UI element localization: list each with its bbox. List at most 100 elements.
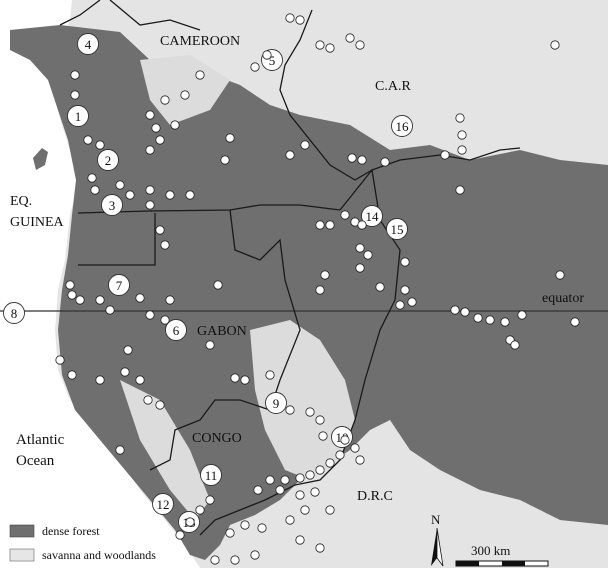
site-dot bbox=[340, 435, 350, 445]
site-marker-circle bbox=[97, 149, 119, 171]
site-dot bbox=[87, 173, 97, 183]
site-dot bbox=[315, 220, 325, 230]
site-dot bbox=[485, 315, 495, 325]
savanna-patch-coast bbox=[120, 380, 210, 520]
site-dot bbox=[315, 285, 325, 295]
site-dot bbox=[300, 505, 310, 515]
site-marker-number: 9 bbox=[273, 396, 280, 411]
site-marker-6: 6 bbox=[165, 319, 187, 341]
label-drc: D.R.C bbox=[357, 489, 393, 504]
border-cameroon-car bbox=[279, 9, 373, 181]
scale-bar: 300 km bbox=[455, 543, 549, 567]
site-dot bbox=[295, 535, 305, 545]
site-dot bbox=[105, 305, 115, 315]
site-marker-circle bbox=[152, 493, 174, 515]
site-dot bbox=[120, 367, 130, 377]
numbered-sites: 12345678910111213141516 bbox=[3, 33, 413, 533]
legend-savanna-label: savanna and woodlands bbox=[42, 548, 156, 562]
site-dot bbox=[213, 280, 223, 290]
site-marker-circle bbox=[165, 319, 187, 341]
site-dot bbox=[340, 210, 350, 220]
site-marker-number: 12 bbox=[157, 497, 170, 512]
site-dot bbox=[315, 465, 325, 475]
site-dot bbox=[55, 355, 65, 365]
site-dot bbox=[145, 185, 155, 195]
site-dot bbox=[155, 225, 165, 235]
site-dot bbox=[355, 243, 365, 253]
site-dot bbox=[350, 443, 360, 453]
site-marker-number: 3 bbox=[109, 198, 116, 213]
label-atlantic-2: Ocean bbox=[16, 453, 55, 469]
site-dot bbox=[407, 297, 417, 307]
site-dot bbox=[67, 290, 77, 300]
savanna-patch-north bbox=[140, 55, 230, 125]
site-dot bbox=[165, 295, 175, 305]
site-dot bbox=[95, 295, 105, 305]
site-marker-circle bbox=[67, 105, 89, 127]
site-dot bbox=[285, 13, 295, 23]
site-marker-circle bbox=[200, 464, 222, 486]
site-dot bbox=[67, 370, 77, 380]
site-dot bbox=[170, 120, 180, 130]
site-marker-16: 16 bbox=[391, 115, 413, 137]
site-dot bbox=[205, 495, 215, 505]
site-marker-circle bbox=[3, 302, 25, 324]
site-marker-circle bbox=[361, 205, 383, 227]
site-dot bbox=[570, 317, 580, 327]
atlantic-ocean bbox=[0, 0, 200, 568]
site-dot bbox=[375, 282, 385, 292]
site-marker-circle bbox=[77, 33, 99, 55]
site-dot bbox=[220, 155, 230, 165]
site-dot bbox=[195, 70, 205, 80]
site-dot bbox=[240, 375, 250, 385]
site-dot bbox=[115, 180, 125, 190]
site-dot bbox=[457, 130, 467, 140]
site-dot bbox=[460, 307, 470, 317]
site-dot bbox=[135, 293, 145, 303]
site-dot bbox=[155, 135, 165, 145]
site-dot bbox=[90, 185, 100, 195]
site-dot bbox=[125, 190, 135, 200]
site-dot bbox=[355, 455, 365, 465]
site-dot bbox=[500, 317, 510, 327]
site-dot bbox=[285, 150, 295, 160]
site-marker-circle bbox=[386, 218, 408, 240]
site-dot bbox=[510, 340, 520, 350]
site-dot bbox=[325, 220, 335, 230]
label-eq-guinea-2: GUINEA bbox=[10, 215, 65, 230]
site-dot bbox=[160, 95, 170, 105]
site-dot bbox=[455, 185, 465, 195]
scale-bar-label: 300 km bbox=[471, 543, 510, 558]
site-dot bbox=[325, 458, 335, 468]
site-marker-number: 7 bbox=[116, 278, 123, 293]
site-dot bbox=[325, 43, 335, 53]
site-dot bbox=[315, 40, 325, 50]
site-dot bbox=[320, 270, 330, 280]
site-marker-11: 11 bbox=[200, 464, 222, 486]
site-dot bbox=[253, 485, 263, 495]
site-dot bbox=[160, 315, 170, 325]
label-equator: equator bbox=[542, 291, 584, 306]
site-dot bbox=[265, 370, 275, 380]
label-car: C.A.R bbox=[375, 79, 411, 94]
site-marker-14: 14 bbox=[361, 205, 383, 227]
site-dot bbox=[347, 153, 357, 163]
site-dot bbox=[318, 431, 328, 441]
site-dot bbox=[250, 550, 260, 560]
site-dot bbox=[275, 485, 285, 495]
legend-dense-forest-swatch bbox=[9, 524, 35, 538]
label-eq-guinea-1: EQ. bbox=[10, 194, 32, 209]
site-dot bbox=[295, 15, 305, 25]
site-dot bbox=[155, 400, 165, 410]
label-gabon: GABON bbox=[197, 324, 247, 339]
north-arrow-label: N bbox=[431, 512, 441, 527]
site-dot bbox=[165, 190, 175, 200]
site-dot bbox=[380, 157, 390, 167]
site-dot bbox=[210, 555, 220, 565]
site-marker-9: 9 bbox=[265, 392, 287, 414]
site-dot bbox=[395, 300, 405, 310]
site-marker-number: 6 bbox=[173, 323, 180, 338]
site-dot bbox=[400, 285, 410, 295]
site-marker-circle bbox=[265, 392, 287, 414]
